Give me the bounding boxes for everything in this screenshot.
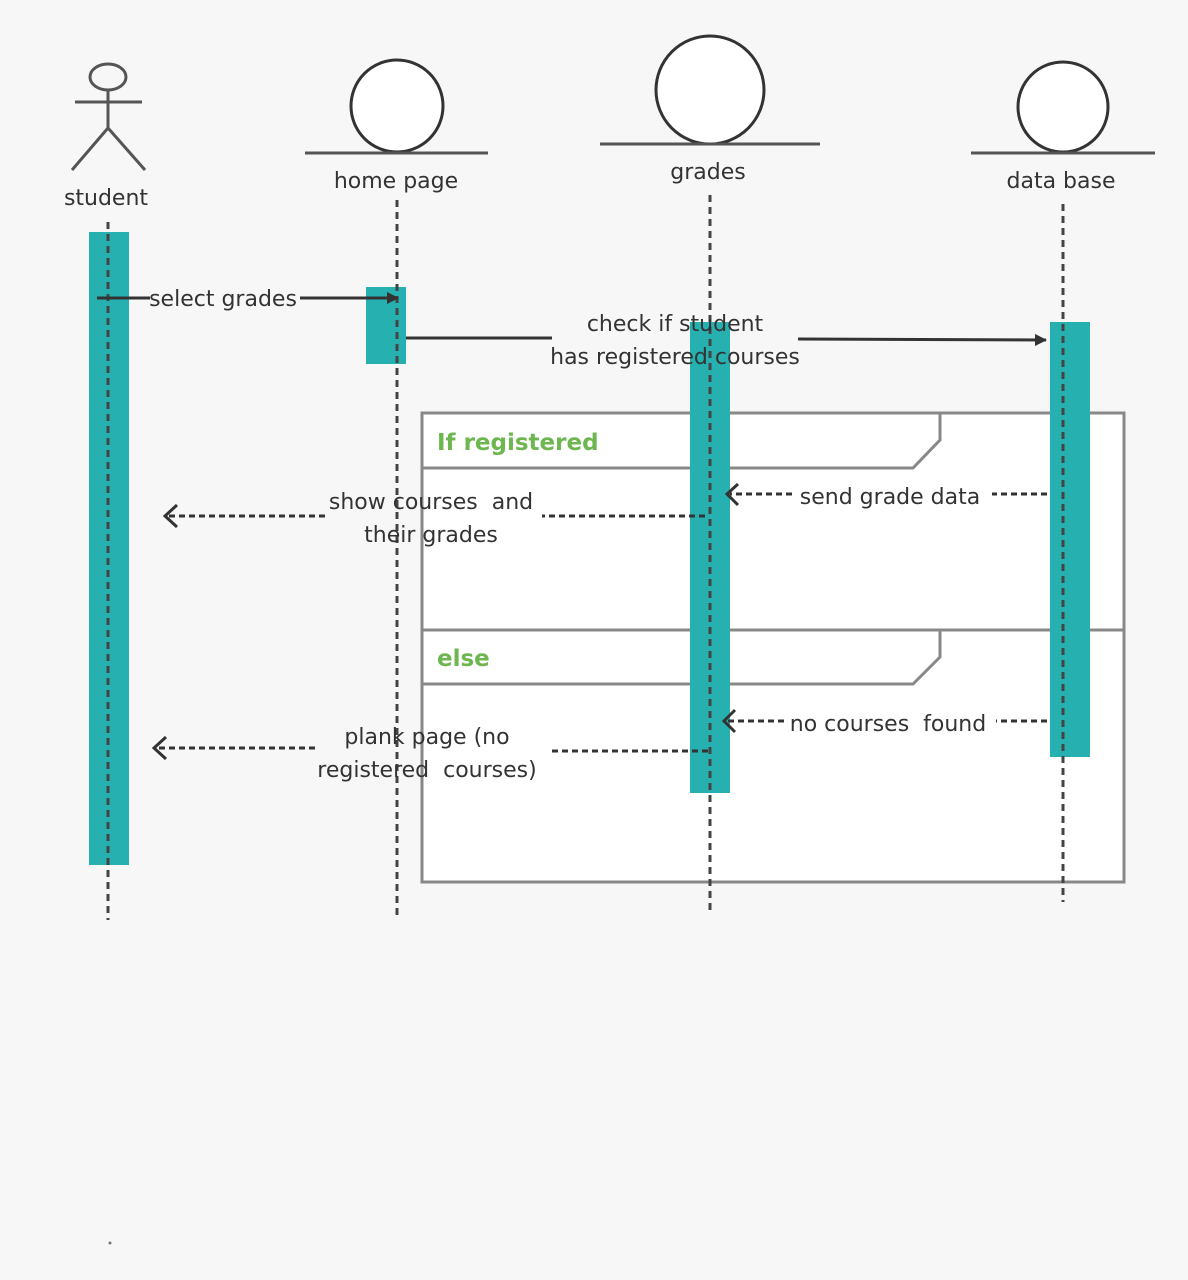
message-label-line-2: registered courses) (317, 758, 536, 783)
actor-icon (70, 62, 147, 171)
activation-home-page (366, 287, 406, 364)
message-check-registered: check if student has registered courses (406, 312, 1047, 370)
participant-student: student (64, 62, 148, 211)
activation-data-base (1050, 322, 1090, 757)
participant-label-student: student (64, 186, 148, 211)
message-label-line-1: show courses and (329, 490, 533, 515)
participant-label-grades: grades (670, 160, 745, 185)
message-label: send grade data (800, 485, 980, 510)
guard-tab-if (422, 413, 942, 470)
guard-else: else (437, 646, 490, 672)
message-label: select grades (149, 287, 297, 312)
message-label: no courses found (790, 712, 986, 737)
participant-label-home-page: home page (334, 169, 458, 194)
guard-tab-else (422, 630, 942, 686)
message-no-courses-found: no courses found (721, 708, 1047, 737)
alt-fragment: If registered else (420, 411, 1126, 884)
message-label-line-2: their grades (364, 523, 498, 548)
circle-entity-icon (971, 60, 1155, 155)
circle-entity-icon (600, 34, 820, 146)
message-select-grades: select grades (97, 287, 399, 312)
stray-dot (108, 1241, 112, 1245)
guard-if-registered: If registered (437, 430, 599, 456)
message-label-line-2: has registered courses (550, 345, 800, 370)
message-plank-page: plank page (no registered courses) (151, 725, 708, 783)
circle-entity-icon (305, 58, 488, 155)
message-label-line-1: plank page (no (344, 725, 509, 750)
participant-data-base: data base (971, 60, 1155, 194)
message-label-line-1: check if student (587, 312, 764, 337)
participant-grades: grades (600, 34, 820, 185)
message-show-courses: show courses and their grades (162, 490, 705, 548)
participant-home-page: home page (305, 58, 488, 194)
message-send-grade-data: send grade data (724, 482, 1047, 510)
participant-label-data-base: data base (1007, 169, 1116, 194)
